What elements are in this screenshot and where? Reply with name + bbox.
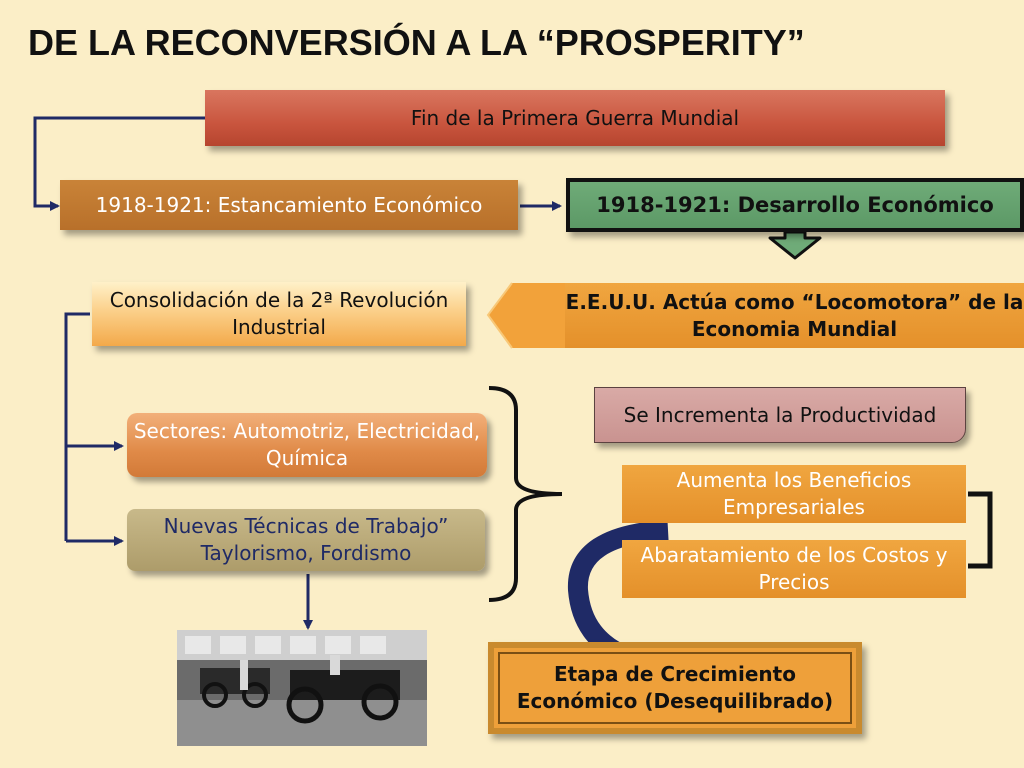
node-crecimiento: Etapa de Crecimiento Económico (Desequil… <box>488 642 862 734</box>
node-desarrollo: 1918-1921: Desarrollo Económico <box>566 178 1024 232</box>
node-nuevas-tecnicas: Nuevas Técnicas de Trabajo” Taylorismo, … <box>127 509 485 571</box>
node-estancamiento: 1918-1921: Estancamiento Económico <box>60 180 518 230</box>
connector-fin-to-estancamiento <box>33 116 205 211</box>
node-fin-guerra-label: Fin de la Primera Guerra Mundial <box>410 105 740 130</box>
node-desarrollo-label: 1918-1921: Desarrollo Económico <box>596 192 994 217</box>
left-block-arrow-icon <box>488 283 565 348</box>
node-nuevas-tecnicas-label: Nuevas Técnicas de Trabajo” Taylorismo, … <box>163 514 449 565</box>
node-estancamiento-label: 1918-1921: Estancamiento Económico <box>95 192 483 217</box>
bracket-beneficios-costos <box>968 491 993 569</box>
node-sectores-label: Sectores: Automotriz, Electricidad, Quím… <box>133 419 481 470</box>
slide-title: DE LA RECONVERSIÓN A LA “PROSPERITY” <box>28 22 805 63</box>
down-arrow-icon <box>768 230 822 260</box>
node-eeuu: E.E.U.U. Actúa como “Locomotora” de la E… <box>565 283 1024 348</box>
node-fin-guerra: Fin de la Primera Guerra Mundial <box>205 90 945 146</box>
node-consolidacion: Consolidación de la 2ª Revolución Indust… <box>92 282 466 346</box>
node-sectores: Sectores: Automotriz, Electricidad, Quím… <box>127 413 487 477</box>
node-beneficios-label: Aumenta los Beneficios Empresariales <box>676 468 912 519</box>
node-productividad-label: Se Incrementa la Productividad <box>623 402 937 427</box>
connector-consolidacion-branch <box>64 312 90 541</box>
node-productividad: Se Incrementa la Productividad <box>594 387 966 443</box>
node-beneficios: Aumenta los Beneficios Empresariales <box>622 465 966 523</box>
node-crecimiento-label: Etapa de Crecimiento Económico (Desequil… <box>516 662 834 713</box>
assembly-line-photo <box>177 630 427 746</box>
bracket-sectores-nuevas <box>488 386 563 602</box>
node-eeuu-label: E.E.U.U. Actúa como “Locomotora” de la E… <box>565 289 1024 341</box>
node-abaratamiento: Abaratamiento de los Costos y Precios <box>622 540 966 598</box>
node-consolidacion-label: Consolidación de la 2ª Revolución Indust… <box>109 288 449 339</box>
node-abaratamiento-label: Abaratamiento de los Costos y Precios <box>640 543 948 594</box>
